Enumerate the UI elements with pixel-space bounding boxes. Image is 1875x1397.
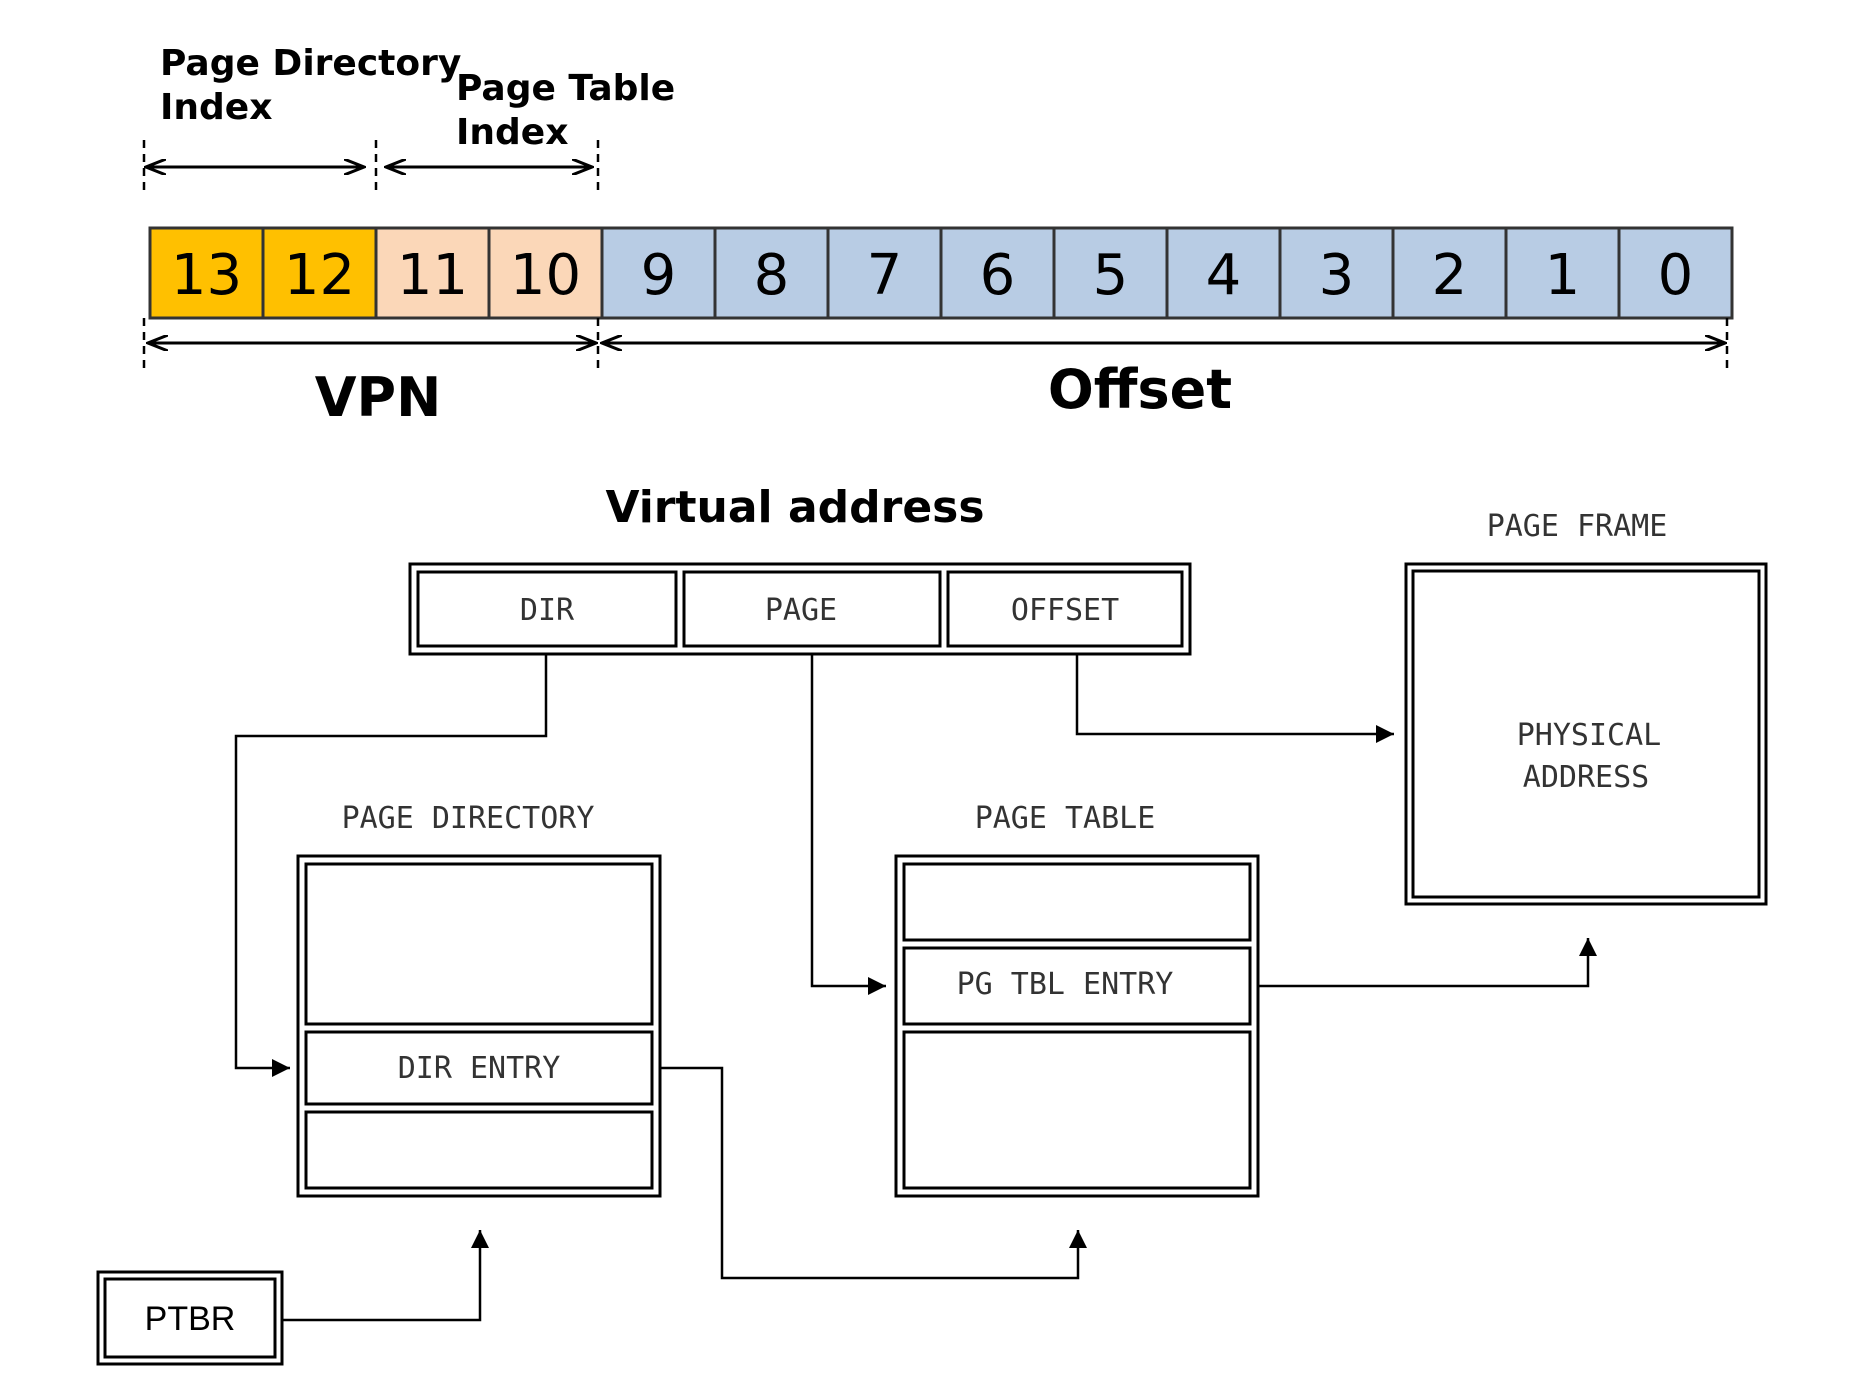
offset-field-label: OFFSET bbox=[1011, 593, 1119, 628]
bit-number-label: 11 bbox=[397, 243, 468, 308]
bit-number-label: 10 bbox=[510, 243, 581, 308]
page-table-box: PG TBL ENTRY bbox=[894, 854, 1260, 1198]
page-field-label: PAGE bbox=[765, 593, 837, 628]
page-table-title: PAGE TABLE bbox=[975, 801, 1156, 836]
bit-cell-11: 11 bbox=[374, 226, 491, 320]
bit-number-label: 4 bbox=[1206, 243, 1242, 308]
bit-number-label: 7 bbox=[867, 243, 903, 308]
page-to-pg-tbl-entry-arrow bbox=[810, 654, 886, 995]
bit-number-label: 12 bbox=[284, 243, 355, 308]
page-frame-box: PHYSICAL ADDRESS bbox=[1404, 562, 1768, 906]
bit-number-label: 13 bbox=[171, 243, 242, 308]
vpn-label: VPN bbox=[315, 366, 442, 429]
bit-number-label: 6 bbox=[980, 243, 1016, 308]
bit-cell-7: 7 bbox=[826, 226, 943, 320]
dir-field-label: DIR bbox=[520, 593, 575, 628]
bit-cell-8: 8 bbox=[713, 226, 830, 320]
dir-to-dir-entry-arrow bbox=[234, 654, 548, 1077]
bit-cell-5: 5 bbox=[1052, 226, 1169, 320]
virtual-address-box: DIR PAGE OFFSET bbox=[408, 562, 1192, 656]
virtual-address-title: Virtual address bbox=[605, 482, 984, 533]
translation-diagram: Virtual address DIR PAGE OFFSET PAGE FRA… bbox=[96, 482, 1768, 1366]
bit-number-label: 8 bbox=[754, 243, 790, 308]
bit-cell-1: 1 bbox=[1504, 226, 1621, 320]
page-frame-title: PAGE FRAME bbox=[1487, 509, 1668, 544]
bit-number-label: 0 bbox=[1658, 243, 1694, 308]
bit-number-label: 3 bbox=[1319, 243, 1355, 308]
bit-cell-12: 12 bbox=[261, 226, 378, 320]
bit-cell-13: 13 bbox=[148, 226, 265, 320]
bit-cell-6: 6 bbox=[939, 226, 1056, 320]
pg-tbl-entry-to-page-frame-arrow bbox=[1258, 938, 1597, 988]
bit-number-label: 1 bbox=[1545, 243, 1581, 308]
bit-number-label: 9 bbox=[641, 243, 677, 308]
page-directory-title: PAGE DIRECTORY bbox=[342, 801, 595, 836]
bit-cell-10: 10 bbox=[487, 226, 604, 320]
bit-cell-0: 0 bbox=[1617, 226, 1734, 320]
page-directory-index-label: Page Directory Index bbox=[160, 43, 474, 128]
bit-cell-2: 2 bbox=[1391, 226, 1508, 320]
dir-entry-to-page-table-arrow bbox=[660, 1066, 1087, 1280]
ptbr-to-page-directory-arrow bbox=[282, 1230, 489, 1322]
ptbr-label: PTBR bbox=[145, 1300, 236, 1338]
pg-tbl-entry-label: PG TBL ENTRY bbox=[957, 967, 1174, 1002]
offset-to-physical-address-arrow bbox=[1075, 654, 1394, 743]
bit-cell-3: 3 bbox=[1278, 226, 1395, 320]
ptbr-box: PTBR bbox=[96, 1270, 284, 1366]
bit-layout: Page Directory Index Page Table Index 13… bbox=[142, 43, 1734, 429]
physical-address-label: PHYSICAL ADDRESS bbox=[1517, 718, 1680, 795]
dir-entry-label: DIR ENTRY bbox=[398, 1051, 561, 1086]
bit-cell-9: 9 bbox=[600, 226, 717, 320]
bit-number-label: 5 bbox=[1093, 243, 1129, 308]
page-directory-box: DIR ENTRY bbox=[296, 854, 662, 1198]
offset-label: Offset bbox=[1048, 358, 1232, 421]
bit-cell-4: 4 bbox=[1165, 226, 1282, 320]
page-table-index-label: Page Table Index bbox=[456, 68, 688, 153]
bit-number-label: 2 bbox=[1432, 243, 1468, 308]
